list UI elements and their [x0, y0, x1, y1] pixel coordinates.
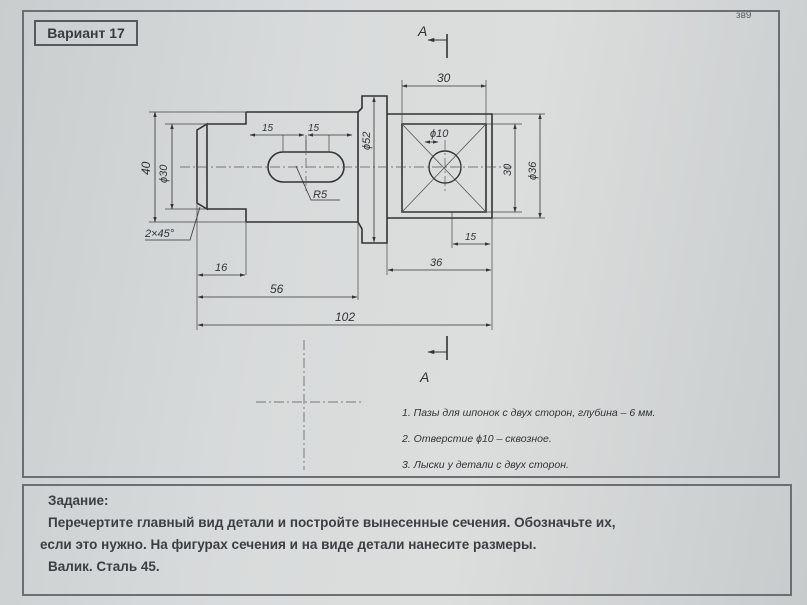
drawing-notes: 1. Пазы для шпонок с двух сторон, глубин…	[402, 400, 742, 478]
dim-15-bottom: 15	[465, 232, 477, 243]
leaders	[145, 165, 340, 241]
note-2: 2. Отверстие ϕ10 – сквозное.	[402, 433, 552, 445]
dim-16: 16	[215, 262, 228, 274]
section-label-top: A	[417, 23, 427, 39]
note-3: 3. Лыски у детали с двух сторон.	[402, 459, 569, 471]
dim-r5: R5	[313, 189, 328, 201]
dim-15-right: 15	[308, 123, 320, 134]
dim-102: 102	[335, 310, 355, 324]
dim-phi36: ϕ36	[527, 161, 539, 180]
dim-chamfer: 2×45°	[144, 228, 175, 240]
task-line-1: Перечертите главный вид детали и построй…	[48, 515, 616, 530]
dim-phi10: ϕ10	[430, 128, 449, 140]
dim-30-top: 30	[437, 71, 451, 85]
flat-diagonals	[401, 123, 487, 213]
task-text: Задание: Перечертите главный вид детали …	[40, 490, 785, 578]
dim-15-left: 15	[262, 123, 274, 134]
section-label-bottom: A	[419, 369, 429, 385]
corner-mark: зв9	[736, 10, 752, 21]
drawing-frame	[22, 10, 780, 478]
extension-lines	[149, 80, 545, 330]
dim-56: 56	[270, 282, 284, 296]
dim-30-side: 30	[502, 163, 514, 176]
variant-label: Вариант 17	[34, 20, 138, 46]
task-line-2: если это нужно. На фигурах сечения и на …	[40, 537, 537, 552]
task-title: Задание:	[48, 493, 109, 508]
note-1: 1. Пазы для шпонок с двух сторон, глубин…	[402, 407, 656, 419]
task-frame	[22, 484, 792, 596]
dim-phi30: ϕ30	[158, 164, 170, 183]
part-outline	[196, 95, 493, 244]
dimension-lines	[153, 84, 542, 327]
dim-phi52: ϕ52	[361, 132, 373, 150]
dim-40: 40	[139, 161, 153, 175]
dim-36: 36	[430, 257, 443, 269]
task-line-3: Валик. Сталь 45.	[48, 559, 160, 574]
